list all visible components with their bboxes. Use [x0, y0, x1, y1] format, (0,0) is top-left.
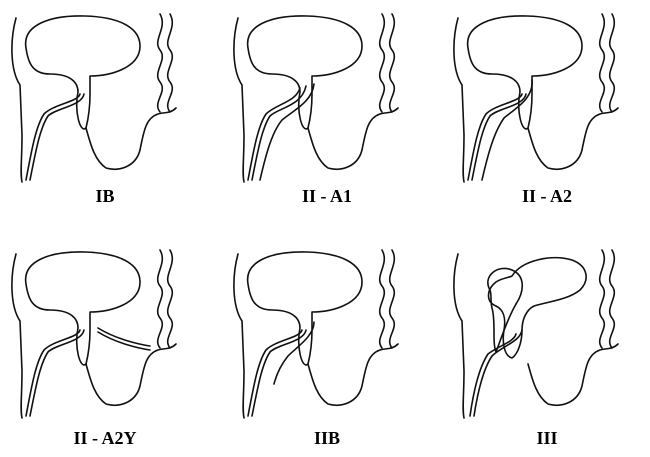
bladder — [26, 252, 140, 365]
rectum-chain — [380, 250, 395, 348]
y-fistula-branch — [98, 328, 150, 350]
urethra-wall-inner — [26, 330, 80, 416]
panel-label: IB — [10, 186, 200, 207]
perineum-contour — [86, 108, 176, 169]
perineum-contour — [308, 344, 398, 405]
perineum-contour — [528, 344, 618, 405]
bladder — [26, 16, 140, 129]
bladder — [248, 252, 362, 365]
bladder — [248, 16, 362, 129]
anatomy-sketch-ii-a2y — [10, 246, 200, 426]
outer-contour — [454, 18, 464, 182]
fistula-tract — [482, 80, 532, 180]
rectum-chain — [158, 250, 173, 348]
anatomy-sketch-iib — [232, 246, 422, 426]
urethra-wall-inner — [248, 330, 302, 416]
panel-ii-a2: II - A2 — [452, 10, 642, 220]
urethra-wall — [252, 86, 306, 180]
rectum-chain — [600, 14, 615, 112]
outer-contour — [234, 254, 244, 418]
urethra-wall-inner — [26, 94, 80, 180]
bladder — [489, 258, 587, 358]
urethra-wall — [474, 330, 522, 416]
anatomy-sketch-iii — [452, 246, 642, 426]
panel-label: IIB — [232, 428, 422, 449]
rectum-chain — [380, 14, 395, 112]
panel-iii: III — [452, 246, 642, 456]
panel-label: II - A2Y — [10, 428, 200, 449]
outer-contour — [234, 18, 244, 182]
perineum-contour — [528, 108, 618, 169]
rectum-chain — [158, 14, 173, 112]
panel-ii-a1: II - A1 — [232, 10, 422, 220]
bladder — [468, 16, 582, 129]
fistula-tract — [260, 84, 314, 180]
panel-label: III — [452, 428, 642, 449]
panel-iib: IIB — [232, 246, 422, 456]
anatomy-sketch-ii-a2 — [452, 10, 642, 190]
perineum-contour — [86, 344, 176, 405]
outer-contour — [12, 18, 22, 182]
rectum-chain — [600, 250, 615, 348]
panel-ib: IB — [10, 10, 200, 220]
perineum-contour — [308, 108, 398, 169]
panel-label: II - A2 — [452, 186, 642, 207]
anatomy-sketch-ib — [10, 10, 200, 190]
outer-contour — [454, 254, 464, 418]
panel-ii-a2y: II - A2Y — [10, 246, 200, 456]
anatomy-sketch-ii-a1 — [232, 10, 422, 190]
fistula-tract — [274, 322, 314, 384]
outer-contour — [12, 254, 22, 418]
panel-label: II - A1 — [232, 186, 422, 207]
